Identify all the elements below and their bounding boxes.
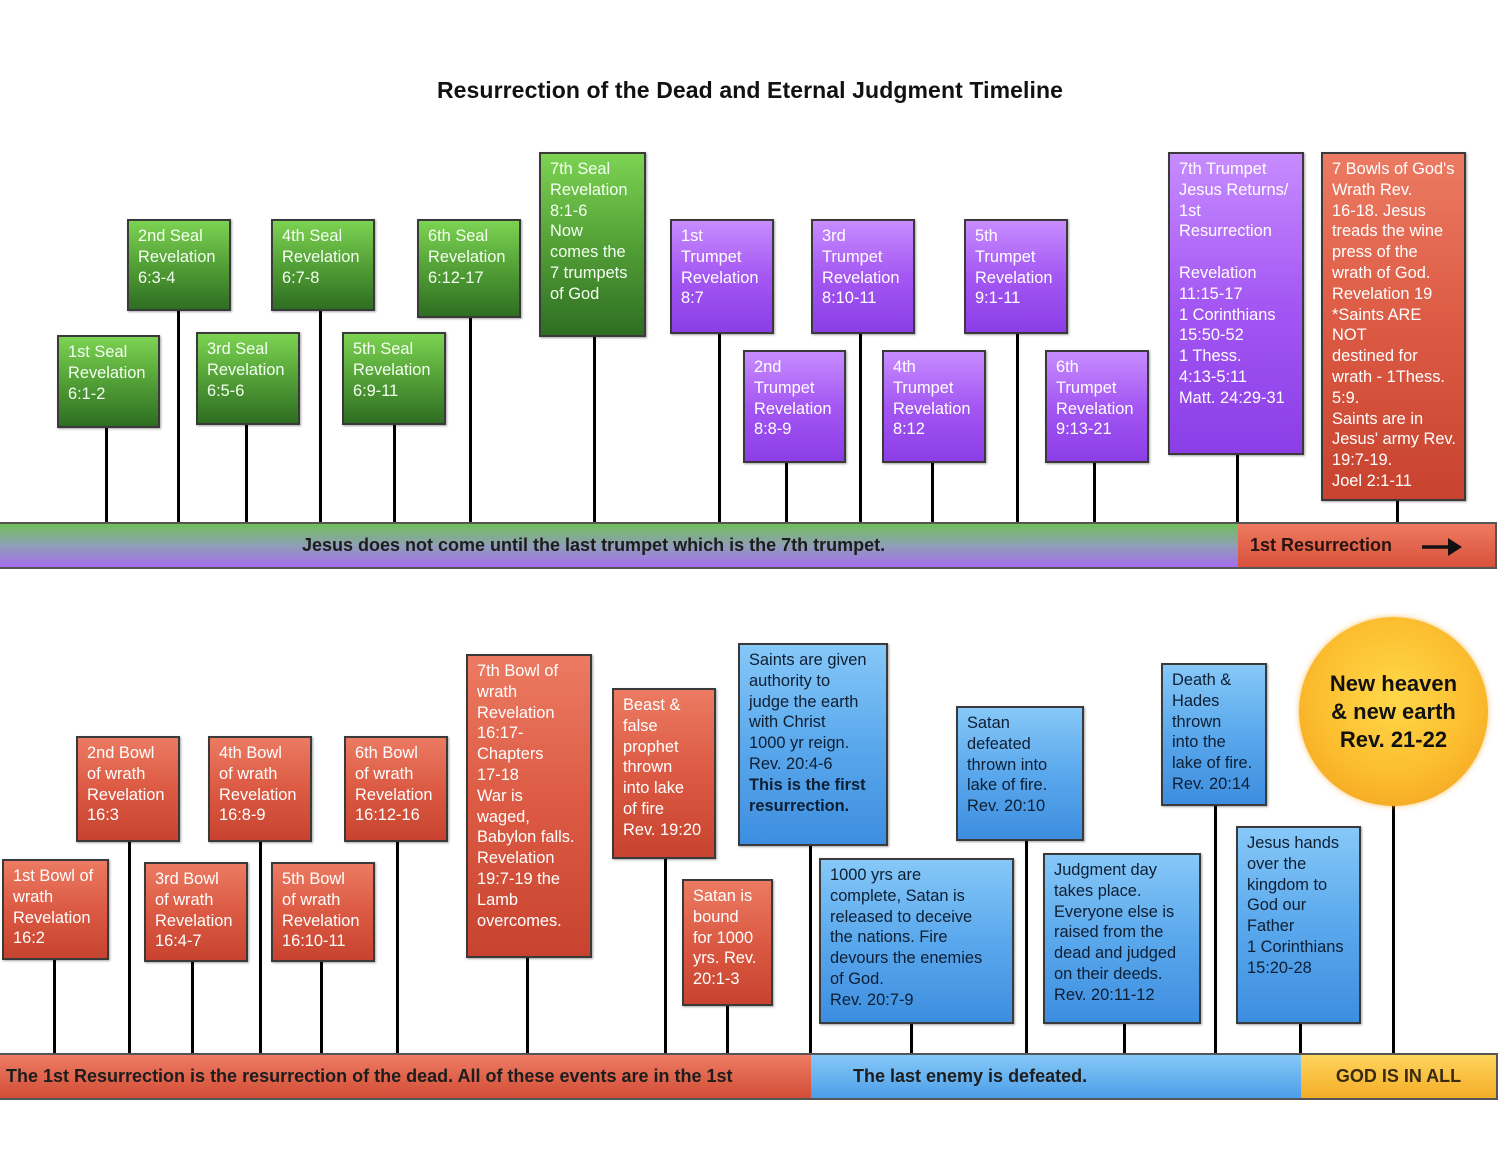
saints-judge-text: Saints are given authority to judge the … [749,651,867,773]
stem-new-heaven [1392,805,1395,1054]
stem-trumpet-2 [785,462,788,523]
seal-4-box: 4th Seal Revelation 6:7-8 [271,219,375,311]
seal-7-box: 7th Seal Revelation 8:1-6 Now comes the … [539,152,646,337]
stem-jesus-hands [1299,1023,1302,1054]
stem-trumpet-6 [1093,462,1096,523]
saints-judge-bold-text: This is the first resurrection. [749,775,866,815]
bottom-timeline-bar-blue: The last enemy is defeated. [811,1053,1301,1100]
bowl-2-box: 2nd Bowl of wrath Revelation 16:3 [76,736,180,842]
first-resurrection-label: 1st Resurrection [1250,535,1393,555]
trumpet-7-box: 7th Trumpet Jesus Returns/ 1st Resurrect… [1168,152,1304,455]
stem-seal-1 [105,427,108,523]
stem-bowl-2 [128,841,131,1054]
stem-trumpet-5 [1016,333,1019,523]
seal-6-box: 6th Seal Revelation 6:12-17 [417,219,521,318]
trumpet-3-box: 3rd Trumpet Revelation 8:10-11 [811,219,915,334]
arrow-right-icon [1422,538,1462,556]
stem-seal-6 [469,317,472,523]
stem-trumpet-1 [718,333,721,523]
bottom-bar-right-text: GOD IS IN ALL [1335,1066,1462,1086]
stem-saints-judge [809,845,812,1054]
thousand-years-box: 1000 yrs are complete, Satan is released… [819,858,1014,1024]
top-timeline-bar: Jesus does not come until the last trump… [0,522,1238,569]
stem-seal-5 [393,424,396,523]
seal-3-box: 3rd Seal Revelation 6:5-6 [196,332,300,425]
beast-false-prophet-box: Beast & false prophet thrown into lake o… [612,688,716,859]
bottom-timeline-bar-red: The 1st Resurrection is the resurrection… [0,1053,811,1100]
stem-satan-bound [726,1005,729,1054]
death-hades-box: Death & Hades thrown into the lake of fi… [1161,663,1267,806]
stem-bowls-of-wrath [1396,500,1399,523]
bottom-bar-mid-text: The last enemy is defeated. [853,1066,1088,1086]
jesus-hands-box: Jesus hands over the kingdom to God our … [1236,826,1361,1024]
stem-thousand-years [910,1023,913,1054]
stem-trumpet-4 [931,462,934,523]
stem-seal-3 [245,424,248,523]
stem-trumpet-3 [859,333,862,523]
page-title: Resurrection of the Dead and Eternal Jud… [436,77,1064,103]
stem-trumpet-7 [1236,454,1239,523]
stem-satan-defeated [1025,840,1028,1054]
seal-1-box: 1st Seal Revelation 6:1-2 [57,335,160,428]
new-heaven-sun: New heaven & new earth Rev. 21-22 [1299,617,1488,806]
judgment-day-box: Judgment day takes place. Everyone else … [1043,853,1201,1024]
satan-defeated-box: Satan defeated thrown into lake of fire.… [956,706,1084,841]
trumpet-4-box: 4th Trumpet Revelation 8:12 [882,350,986,463]
stem-death-hades [1214,805,1217,1054]
bottom-bar-left-text: The 1st Resurrection is the resurrection… [6,1066,733,1086]
stem-bowl-6 [396,841,399,1054]
bowl-3-box: 3rd Bowl of wrath Revelation 16:4-7 [144,862,248,962]
bowl-4-box: 4th Bowl of wrath Revelation 16:8-9 [208,736,312,842]
stem-seal-7 [593,336,596,523]
bowl-7-box: 7th Bowl of wrath Revelation 16:17- Chap… [466,654,592,958]
bowl-1-box: 1st Bowl of wrath Revelation 16:2 [2,859,109,960]
trumpet-1-box: 1st Trumpet Revelation 8:7 [670,219,774,334]
stem-seal-2 [177,310,180,523]
seal-5-box: 5th Seal Revelation 6:9-11 [342,332,446,425]
stem-bowl-4 [259,841,262,1054]
stem-bowl-3 [191,961,194,1054]
bowl-6-box: 6th Bowl of wrath Revelation 16:12-16 [344,736,448,842]
trumpet-6-box: 6th Trumpet Revelation 9:13-21 [1045,350,1149,463]
trumpet-5-box: 5th Trumpet Revelation 9:1-11 [964,219,1068,334]
bottom-timeline-bar-gold: GOD IS IN ALL [1301,1053,1498,1100]
saints-judge-box: Saints are given authority to judge the … [738,643,888,846]
stem-seal-4 [319,310,322,523]
bowls-of-wrath-box: 7 Bowls of God's Wrath Rev. 16-18. Jesus… [1321,152,1466,501]
stem-judgment-day [1123,1023,1126,1054]
stem-bowl-1 [53,959,56,1054]
seal-2-box: 2nd Seal Revelation 6:3-4 [127,219,231,311]
stem-bowl-5 [320,961,323,1054]
stem-beast [664,858,667,1054]
satan-bound-box: Satan is bound for 1000 yrs. Rev. 20:1-3 [682,879,773,1006]
stem-bowl-7 [526,957,529,1054]
bowl-5-box: 5th Bowl of wrath Revelation 16:10-11 [271,862,375,962]
top-bar-text: Jesus does not come until the last trump… [302,535,886,555]
trumpet-2-box: 2nd Trumpet Revelation 8:8-9 [743,350,846,463]
